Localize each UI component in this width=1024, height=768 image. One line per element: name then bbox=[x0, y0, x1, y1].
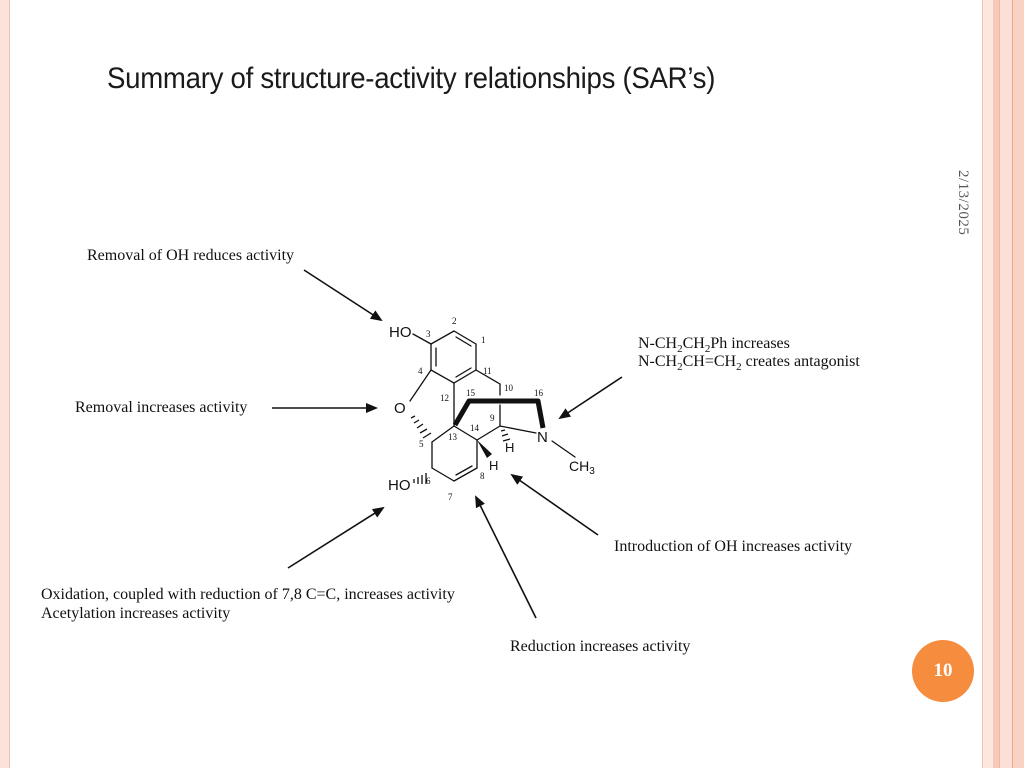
position-number: 16 bbox=[534, 388, 544, 398]
annotation-acetylation: Acetylation increases activity bbox=[41, 605, 231, 622]
position-number: 3 bbox=[426, 329, 431, 339]
atom-h-14: H bbox=[489, 458, 498, 473]
atom-ho-bottom: HO bbox=[388, 477, 411, 494]
atom-h-9: H bbox=[505, 440, 514, 455]
annotation-n-substituent-2: N-CH2CH=CH2 creates antagonist bbox=[638, 353, 860, 374]
position-number: 9 bbox=[490, 413, 495, 423]
position-number: 7 bbox=[448, 492, 453, 502]
annotation-reduction: Reduction increases activity bbox=[510, 638, 691, 655]
arrow-oh-introduction bbox=[510, 473, 599, 536]
position-number: 4 bbox=[418, 366, 423, 376]
annotation-oh-removal: Removal of OH reduces activity bbox=[87, 247, 295, 264]
annotation-oh-introduction: Introduction of OH increases activity bbox=[614, 538, 853, 555]
slide-title: Summary of structure-activity relationsh… bbox=[107, 62, 716, 95]
atom-ho-top: HO bbox=[389, 324, 412, 341]
right-border-stripe bbox=[993, 0, 999, 768]
molecule-bonds bbox=[409, 330, 576, 482]
left-border-decoration bbox=[0, 0, 10, 768]
position-number: 11 bbox=[483, 366, 492, 376]
position-number: 5 bbox=[419, 439, 424, 449]
position-number: 14 bbox=[470, 423, 480, 433]
atom-numbering: 1 2 3 4 5 6 7 8 9 10 11 12 13 14 15 16 bbox=[418, 316, 544, 502]
position-number: 1 bbox=[481, 335, 486, 345]
right-border-stripe bbox=[999, 0, 1012, 768]
annotation-n-substituent-1: N-CH2CH2Ph increases bbox=[638, 335, 790, 356]
bold-bridge-bonds bbox=[452, 398, 546, 429]
solid-wedge-bond bbox=[477, 440, 492, 458]
right-border-decoration bbox=[982, 0, 993, 768]
arrow-oxidation bbox=[287, 506, 385, 569]
annotation-o-removal: Removal increases activity bbox=[75, 399, 248, 416]
position-number: 13 bbox=[448, 432, 458, 442]
position-number: 8 bbox=[480, 471, 485, 481]
position-number: 12 bbox=[440, 393, 449, 403]
arrow-reduction bbox=[475, 495, 537, 619]
position-number: 2 bbox=[452, 316, 457, 326]
position-number: 6 bbox=[426, 476, 431, 486]
annotation-oxidation: Oxidation, coupled with reduction of 7,8… bbox=[41, 586, 455, 603]
right-border-stripe bbox=[1012, 0, 1024, 768]
atom-o-ring: O bbox=[394, 400, 406, 417]
page-number-badge: 10 bbox=[912, 640, 974, 702]
atom-nitrogen: N bbox=[537, 429, 548, 446]
methyl-group: CH3 bbox=[569, 458, 595, 477]
slide-date: 2/13/2025 bbox=[955, 170, 971, 236]
hashed-wedge-bonds bbox=[410, 415, 511, 484]
position-number: 10 bbox=[504, 383, 514, 393]
position-number: 15 bbox=[466, 388, 476, 398]
arrow-n-substituent bbox=[558, 376, 623, 420]
arrow-oh-removal bbox=[303, 269, 383, 322]
